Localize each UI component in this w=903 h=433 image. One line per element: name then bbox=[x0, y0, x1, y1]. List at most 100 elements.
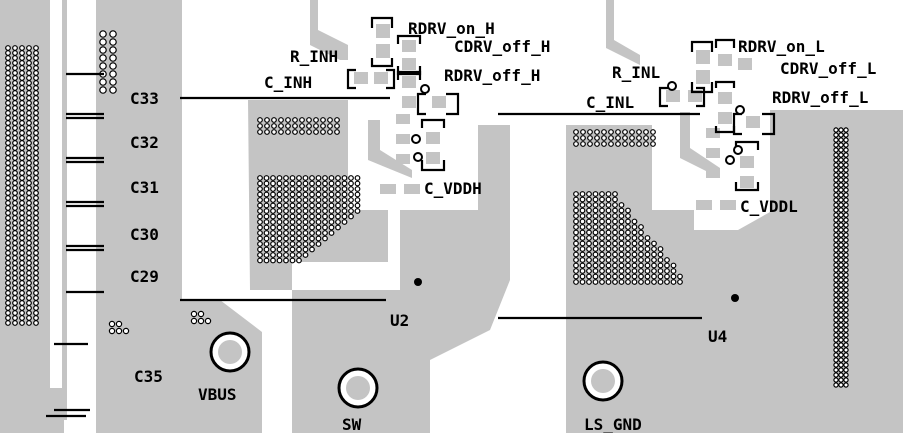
via bbox=[644, 279, 651, 285]
via bbox=[838, 287, 844, 293]
via bbox=[5, 255, 11, 261]
via bbox=[299, 117, 305, 123]
via bbox=[843, 317, 849, 323]
via bbox=[573, 240, 579, 247]
via bbox=[622, 135, 628, 141]
via bbox=[19, 165, 25, 171]
via bbox=[586, 224, 592, 230]
via bbox=[580, 141, 586, 147]
via bbox=[833, 177, 839, 183]
via bbox=[309, 191, 315, 198]
label-sw: SW bbox=[342, 415, 362, 433]
via bbox=[33, 70, 39, 76]
pad bbox=[404, 184, 420, 194]
via bbox=[5, 280, 11, 286]
via bbox=[5, 245, 11, 251]
pad bbox=[746, 116, 760, 128]
via bbox=[26, 140, 32, 146]
via bbox=[618, 268, 625, 274]
pad bbox=[718, 112, 732, 124]
via bbox=[328, 197, 335, 203]
via bbox=[838, 297, 844, 303]
via bbox=[618, 235, 625, 241]
via bbox=[622, 129, 628, 135]
via bbox=[33, 150, 39, 156]
via bbox=[309, 186, 315, 192]
via bbox=[354, 175, 361, 181]
via bbox=[625, 229, 631, 236]
pad bbox=[380, 184, 396, 194]
via bbox=[296, 224, 302, 231]
via bbox=[838, 232, 844, 238]
via bbox=[296, 202, 302, 209]
via bbox=[838, 202, 844, 208]
via bbox=[257, 230, 263, 236]
via bbox=[608, 141, 614, 147]
via bbox=[833, 227, 839, 233]
via bbox=[618, 207, 625, 214]
via bbox=[26, 145, 32, 151]
via bbox=[19, 190, 25, 196]
via bbox=[833, 242, 839, 248]
via bbox=[33, 290, 39, 296]
via bbox=[618, 240, 625, 247]
via bbox=[843, 377, 849, 383]
via bbox=[618, 279, 625, 285]
via bbox=[19, 260, 25, 266]
via bbox=[586, 268, 592, 274]
via bbox=[26, 165, 32, 171]
via bbox=[586, 251, 592, 258]
via-arrays bbox=[5, 30, 849, 388]
via bbox=[33, 95, 39, 101]
via bbox=[309, 180, 315, 187]
via bbox=[26, 100, 32, 106]
via bbox=[12, 60, 18, 66]
via bbox=[26, 300, 32, 306]
via bbox=[289, 235, 296, 242]
via bbox=[289, 186, 296, 192]
via bbox=[99, 78, 107, 86]
via bbox=[33, 285, 39, 291]
via bbox=[354, 208, 361, 214]
via bbox=[19, 185, 25, 191]
via bbox=[618, 218, 625, 225]
via bbox=[843, 322, 849, 328]
via bbox=[5, 155, 11, 161]
via bbox=[599, 191, 605, 197]
via bbox=[257, 175, 263, 181]
via bbox=[19, 285, 25, 291]
pin-marker bbox=[733, 145, 743, 155]
via bbox=[605, 213, 612, 219]
via bbox=[12, 290, 18, 296]
via bbox=[843, 247, 849, 253]
via bbox=[618, 246, 625, 252]
via bbox=[12, 175, 18, 181]
via bbox=[19, 235, 25, 241]
via bbox=[302, 197, 309, 203]
via bbox=[26, 310, 32, 316]
via bbox=[599, 213, 605, 219]
via bbox=[573, 257, 579, 263]
via bbox=[115, 327, 123, 335]
via bbox=[328, 191, 335, 198]
via bbox=[573, 207, 579, 214]
via bbox=[843, 217, 849, 223]
via bbox=[12, 160, 18, 166]
via bbox=[5, 305, 11, 311]
via bbox=[622, 141, 628, 147]
via bbox=[283, 219, 289, 225]
via bbox=[26, 135, 32, 141]
via bbox=[26, 125, 32, 131]
via bbox=[19, 205, 25, 211]
via bbox=[33, 180, 39, 186]
via bbox=[838, 257, 844, 263]
label-c-vddh: C_VDDH bbox=[424, 179, 482, 198]
via bbox=[270, 180, 276, 187]
via bbox=[12, 260, 18, 266]
via bbox=[833, 377, 839, 383]
via bbox=[26, 195, 32, 201]
via bbox=[612, 279, 618, 285]
via bbox=[833, 277, 839, 283]
via bbox=[12, 255, 18, 261]
via bbox=[296, 175, 302, 181]
